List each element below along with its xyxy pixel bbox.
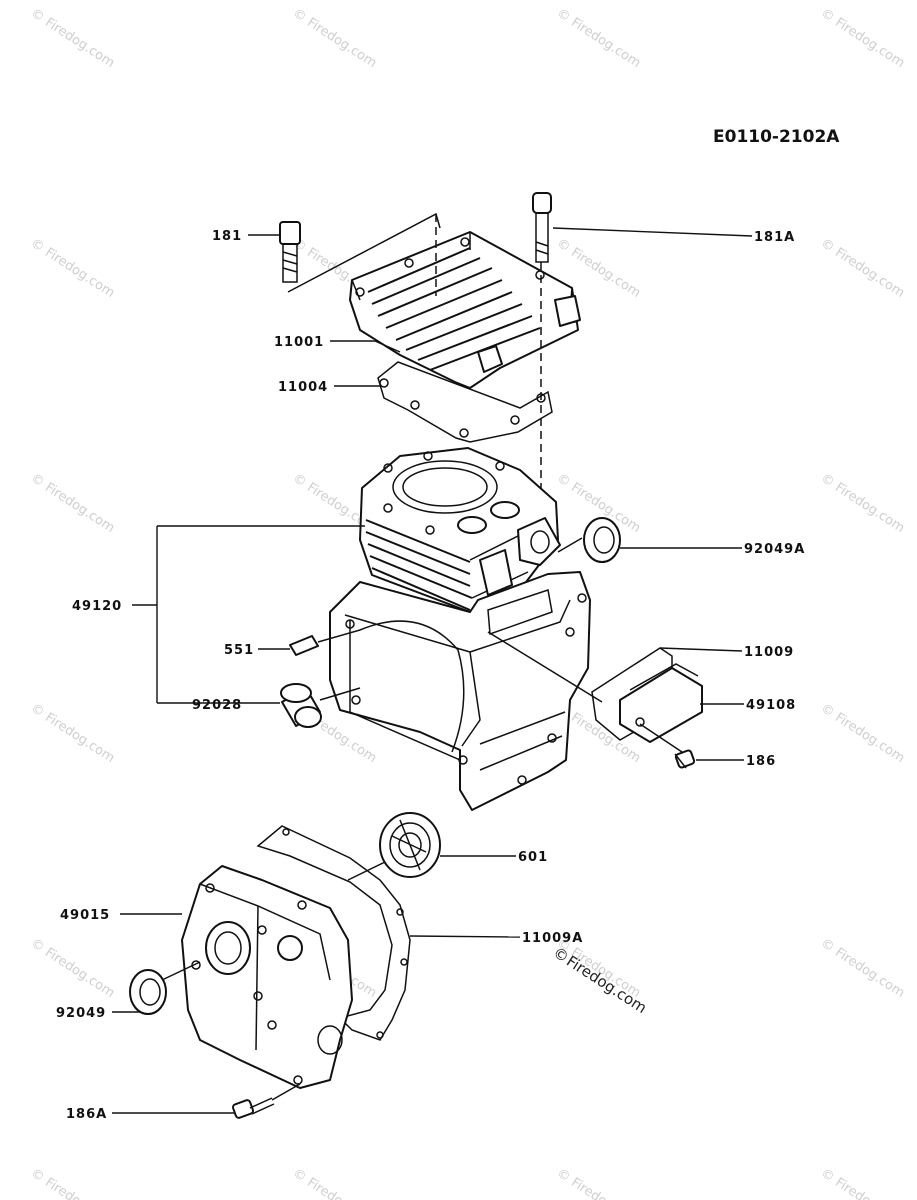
watermark-tile: © Firedog.com: [818, 6, 907, 71]
watermark-text: © Firedog.com: [818, 6, 907, 71]
watermark-text: © Firedog.com: [554, 6, 643, 71]
pin-551-illustration: [289, 635, 319, 656]
part-label-49120: 49120: [72, 599, 122, 614]
part-label-11001: 11001: [274, 335, 324, 350]
leader-lines: [112, 227, 753, 1114]
part-label-92028: 92028: [192, 698, 242, 713]
part-label-11009a: 11009A: [522, 931, 583, 946]
part-label-186: 186: [746, 754, 776, 769]
watermark-tile: © Firedog.com: [818, 936, 907, 1001]
part-label-92049: 92049: [56, 1006, 106, 1021]
watermark-text: © Firedog.com: [818, 1166, 907, 1200]
part-label-11004: 11004: [278, 380, 328, 395]
oil-seal-92049-illustration: [129, 969, 167, 1015]
cover-gasket-illustration: [256, 825, 411, 1041]
part-label-181a: 181A: [754, 230, 795, 245]
watermark-text: © Firedog.com: [28, 236, 117, 301]
bushing-92028-illustration: [280, 683, 322, 728]
cylinder-block-illustration: [329, 447, 591, 811]
watermark-text: © Firedog.com: [28, 1166, 117, 1200]
watermark-tile: © Firedog.com: [818, 701, 907, 766]
watermark-text: © Firedog.com: [818, 471, 907, 536]
watermark-text: © Firedog.com: [554, 1166, 643, 1200]
head-gasket-illustration: [377, 361, 553, 443]
watermark-text: © Firedog.com: [28, 6, 117, 71]
bolt-181-illustration: [279, 221, 301, 283]
watermark-tile: © Firedog.com: [28, 236, 117, 301]
watermark-text: © Firedog.com: [818, 936, 907, 1001]
watermark-tile: © Firedog.com: [28, 1166, 117, 1200]
part-label-551: 551: [224, 643, 254, 658]
watermark-tile: © Firedog.com: [28, 6, 117, 71]
bolt-181a-illustration: [532, 192, 552, 263]
bearing-601-illustration: [379, 812, 441, 878]
watermark-tile: © Firedog.com: [28, 701, 117, 766]
part-label-92049a: 92049A: [744, 542, 805, 557]
part-label-186a: 186A: [66, 1107, 107, 1122]
watermark-text: © Firedog.com: [28, 936, 117, 1001]
watermark-text: © Firedog.com: [290, 6, 379, 71]
inline-watermark: © Firedog.com: [550, 943, 650, 1017]
diagram-code: E0110-2102A: [713, 127, 840, 147]
oil-seal-92049a-illustration: [583, 517, 621, 563]
watermark-text: © Firedog.com: [28, 701, 117, 766]
watermark-text: © Firedog.com: [818, 236, 907, 301]
crankcase-cover-illustration: [181, 865, 353, 1089]
cylinder-head-illustration: [349, 231, 581, 389]
watermark-text: © Firedog.com: [818, 701, 907, 766]
watermark-tile: © Firedog.com: [554, 6, 643, 71]
part-label-601: 601: [518, 850, 548, 865]
watermark-tile: © Firedog.com: [554, 1166, 643, 1200]
watermark-text: © Firedog.com: [28, 471, 117, 536]
part-label-181: 181: [212, 229, 242, 244]
watermark-tile: © Firedog.com: [818, 236, 907, 301]
bolt-186-illustration: [674, 749, 696, 769]
watermark-tile: © Firedog.com: [290, 1166, 379, 1200]
part-label-11009: 11009: [744, 645, 794, 660]
part-label-49015: 49015: [60, 908, 110, 923]
watermark-tile: © Firedog.com: [818, 471, 907, 536]
watermark-tile: © Firedog.com: [28, 936, 117, 1001]
watermark-text: © Firedog.com: [290, 1166, 379, 1200]
watermark-tile: © Firedog.com: [290, 6, 379, 71]
part-labels: 181 181A 11001 11004 92049A 49120 551 11…: [56, 229, 805, 1122]
bolt-186a-illustration: [231, 1097, 275, 1119]
watermark-tile: © Firedog.com: [818, 1166, 907, 1200]
part-label-49108: 49108: [746, 698, 796, 713]
watermark-tile: © Firedog.com: [28, 471, 117, 536]
